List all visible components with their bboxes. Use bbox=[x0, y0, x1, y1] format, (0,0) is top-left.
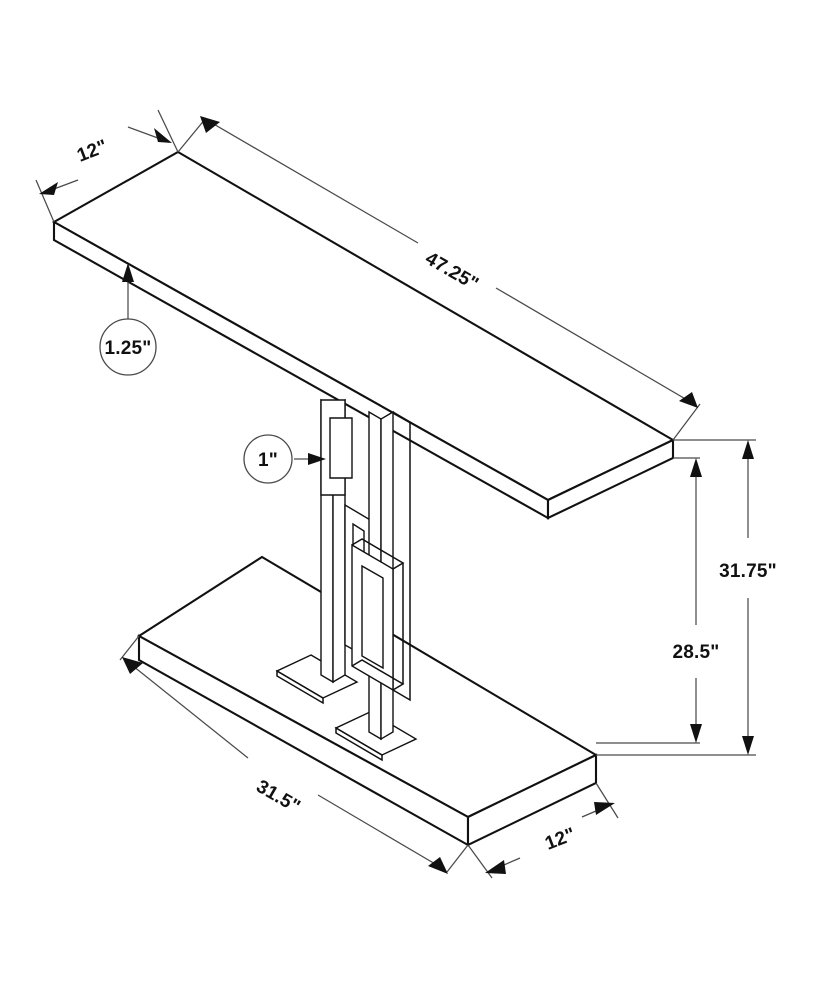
base-shelf-part bbox=[136, 555, 599, 847]
dim-overall-arrow-bottom bbox=[742, 736, 754, 755]
dimension-overall-height: 31.75" bbox=[596, 439, 777, 756]
dim-top-length-ext-a bbox=[177, 117, 207, 153]
rear-upper-loop-inner bbox=[329, 417, 353, 479]
dim-base-len-ext-b bbox=[446, 844, 469, 873]
front-frame-right-rail bbox=[392, 411, 411, 702]
foot-plate-front-thickness bbox=[335, 726, 383, 762]
dim-top-length-line-b bbox=[495, 287, 695, 405]
dim-frame-width-label: 1" bbox=[258, 450, 278, 471]
dim-base-len-ext-a bbox=[119, 635, 140, 661]
dim-top-depth-ext-a bbox=[157, 109, 179, 153]
foot-plate-rear-thickness bbox=[276, 669, 324, 705]
dim-base-len-arrow-a bbox=[122, 657, 143, 674]
pedestal-frame-front bbox=[334, 410, 418, 762]
dim-inner-arrow-top bbox=[690, 458, 702, 477]
dim-top-length-arrow-b bbox=[679, 392, 698, 408]
dim-top-depth-arrow-b bbox=[39, 182, 58, 195]
dim-overall-arrow-top bbox=[742, 440, 754, 459]
dim-top-length-ext-b bbox=[672, 403, 701, 441]
dim-top-length-arrow-a bbox=[200, 116, 220, 133]
dim-base-len-line-a bbox=[127, 661, 249, 759]
dim-thickness-arrow bbox=[122, 263, 134, 282]
dim-thickness-balloon bbox=[99, 318, 157, 376]
dim-base-len-arrow-b bbox=[428, 857, 448, 874]
dim-base-length-label: 31.5" bbox=[253, 776, 304, 818]
dim-thickness-label: 1.25" bbox=[105, 338, 152, 359]
dim-frame-width-arrow bbox=[308, 453, 326, 465]
front-lower-loop-inner bbox=[361, 564, 384, 670]
tabletop-part bbox=[51, 150, 676, 520]
dim-base-depth-arrow-a bbox=[485, 860, 506, 874]
dim-frame-width-balloon bbox=[243, 434, 293, 484]
dim-top-depth-ext-b bbox=[35, 179, 55, 223]
dim-base-depth-label: 12" bbox=[542, 824, 578, 855]
front-loop-top-rail bbox=[351, 538, 405, 570]
front-loop-bottom-rail bbox=[351, 659, 405, 691]
dimension-top-thickness: 1.25" bbox=[99, 263, 157, 376]
dim-inner-arrow-bottom bbox=[690, 724, 702, 743]
dim-top-depth-arrow-a bbox=[154, 128, 172, 143]
dim-base-depth-arrow-b bbox=[594, 802, 615, 815]
dim-overall-height-label: 31.75" bbox=[719, 561, 777, 582]
dimension-base-to-top: 28.5" bbox=[596, 457, 720, 744]
dim-base-len-line-b bbox=[317, 794, 443, 869]
dim-top-length-label: 47.25" bbox=[422, 248, 483, 295]
dim-base-depth-ext-b bbox=[595, 782, 619, 819]
dimension-frame-width: 1" bbox=[243, 434, 326, 484]
dim-top-depth-label: 12" bbox=[74, 136, 110, 167]
dim-base-to-top-label: 28.5" bbox=[673, 642, 720, 663]
dim-top-length-line-a bbox=[204, 118, 419, 244]
